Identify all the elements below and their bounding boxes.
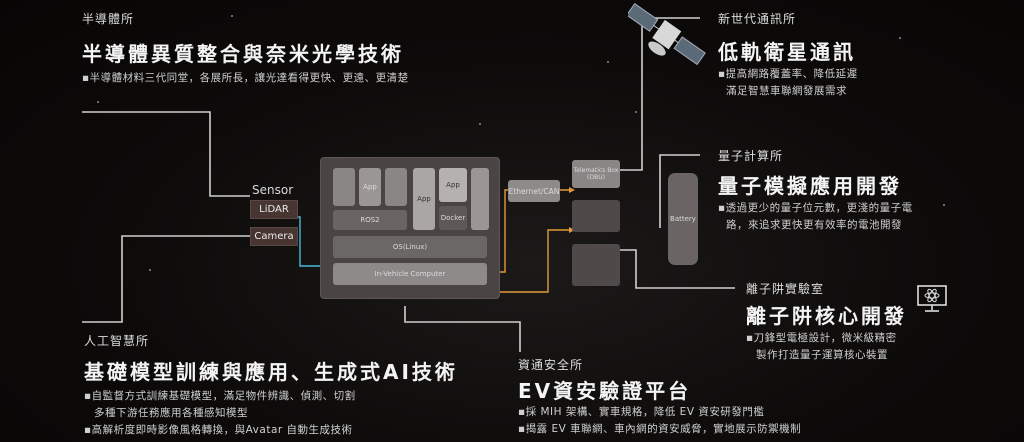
monitor-atom-icon [916, 284, 948, 314]
in-vehicle-computer-block: In-Vehicle Computer [333, 263, 487, 285]
desc-quantum-1: ▪透過更少的量子位元數，更淺的量子電 [718, 202, 913, 214]
title-telecom: 低軌衛星通訊 [718, 40, 856, 64]
desc-security-2: ▪揭露 EV 車聯網、車內網的資安威脅，實地展示防禦機制 [518, 423, 802, 435]
desc-ionlab-1: ▪刀鋒型電極設計，微米級精密 [746, 332, 897, 344]
title-security: EV資安驗證平台 [518, 379, 692, 403]
desc-ai-1: ▪自監督方式訓練基礎模型，滿足物件辨識、偵測、切割 [84, 390, 356, 402]
os-block: OS(Linux) [333, 236, 487, 258]
arrow-cyan [296, 216, 328, 267]
app-block-4: App [413, 168, 435, 230]
app-block-6 [471, 168, 489, 230]
dept-quantum: 量子計算所 [718, 149, 784, 163]
app-block-1 [333, 168, 355, 206]
vehicle-computer-module: App App App ROS2 Docker OS(Linux) In-Veh… [320, 157, 500, 299]
telematics-box: Telematics Box (OBU) [572, 160, 620, 188]
ros2-block: ROS2 [333, 210, 407, 230]
docker-block: Docker [439, 206, 467, 230]
title-ionlab: 離子阱核心開發 [746, 304, 907, 328]
telematics-list-2 [572, 244, 620, 286]
dept-telecom: 新世代通訊所 [718, 12, 797, 26]
ethernet-can-box: Ethernet/CAN [508, 180, 560, 202]
line-quantum [659, 154, 700, 228]
title-quantum: 量子模擬應用開發 [718, 174, 902, 198]
desc-ai-2: 多種下游任務應用各種感知模型 [94, 407, 248, 419]
desc-telecom-1: ▪提高網路覆蓋率、降低延遲 [718, 68, 858, 80]
line-ai [82, 235, 250, 323]
app-block-3 [385, 168, 407, 206]
desc-ai-3: ▪高解析度即時影像風格轉換，與Avatar 自動生成技術 [84, 424, 353, 436]
battery-box: Battery [668, 173, 698, 265]
line-ionlab [620, 249, 735, 289]
app-block-2: App [359, 168, 381, 206]
title-ai: 基礎模型訓練與應用、生成式AI技術 [84, 360, 458, 384]
line-telecom [620, 17, 700, 171]
dept-security: 資通安全所 [518, 358, 584, 372]
arrow-orange-1 [488, 189, 573, 273]
desc-semiconductor: ▪半導體材料三代同堂，各展所長，讓光達看得更快、更遠、更清楚 [82, 72, 409, 84]
telematics-stack: Telematics Box (OBU) [572, 160, 620, 288]
camera-chip: Camera [250, 227, 298, 246]
dept-semiconductor: 半導體所 [82, 12, 135, 26]
dept-ionlab: 離子阱實驗室 [746, 282, 825, 296]
desc-quantum-2: 路，來追求更快更有效率的電池開發 [726, 219, 902, 231]
title-semiconductor: 半導體異質整合與奈米光學技術 [82, 42, 404, 66]
arrow-orange-2 [452, 229, 573, 293]
lidar-chip: LiDAR [250, 200, 298, 219]
desc-ionlab-2: 製作打造量子運算核心裝置 [756, 349, 888, 361]
line-security [404, 306, 521, 352]
desc-telecom-2: 滿足智慧車聯網發展需求 [726, 85, 847, 97]
line-semiconductor [82, 111, 250, 197]
satellite-icon [626, 0, 706, 72]
app-block-5: App [439, 168, 467, 202]
desc-security-1: ▪採 MIH 架構、實車規格，降低 EV 資安研發門檻 [518, 406, 765, 418]
sensor-label: Sensor [252, 183, 294, 197]
dept-ai: 人工智慧所 [84, 334, 150, 348]
telematics-list-1 [572, 200, 620, 232]
